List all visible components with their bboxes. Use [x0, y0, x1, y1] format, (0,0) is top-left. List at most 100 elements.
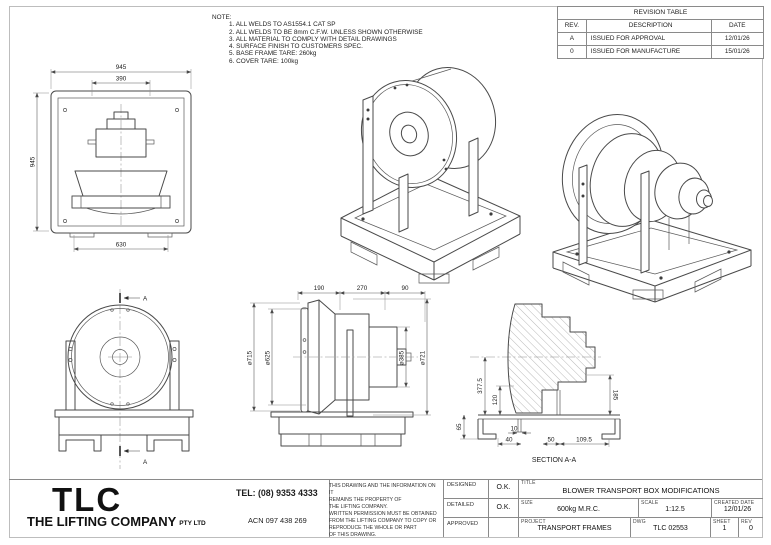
front-body — [54, 289, 194, 469]
scale-cell: SCALE 1:12.5 — [638, 498, 711, 517]
section-title: SECTION A-A — [532, 457, 577, 464]
rev-date: 15/01/26 — [724, 48, 750, 55]
detailed-value: O.K. — [496, 504, 511, 511]
title-cell: TITLE BLOWER TRANSPORT BOX MODIFICATIONS — [518, 479, 763, 498]
rev-value: 0 — [570, 48, 574, 55]
project-cell: PROJECT TRANSPORT FRAMES — [518, 517, 630, 537]
footer-divider — [329, 479, 330, 537]
col-description: DESCRIPTION — [585, 20, 712, 32]
dwg-label: DWG — [633, 519, 646, 525]
dimension-label: 270 — [357, 285, 368, 292]
copyright-disclaimer: THIS DRAWING AND THE INFORMATION ON IT R… — [329, 483, 437, 539]
iso-blower — [360, 66, 497, 233]
front-elevation-drawing: A A — [54, 289, 194, 469]
dimension-label: 90 — [401, 285, 409, 292]
designed-value-cell: O.K. — [488, 479, 518, 498]
revision-table: REVISION TABLE REV. DESCRIPTION DATE A I… — [557, 6, 764, 59]
note-line: 3. ALL MATERIAL TO COMPLY WITH DETAIL DR… — [229, 35, 397, 43]
revision-table-header: REV. DESCRIPTION DATE — [558, 20, 763, 32]
scale-label: SCALE — [641, 500, 659, 506]
dimension-label: 390 — [116, 76, 127, 83]
dimension-label: 120 — [492, 394, 499, 405]
notes-block: NOTE: 1. ALL WELDS TO AS1554.1 CAT SP 2.… — [212, 14, 423, 65]
size-cell: SIZE 600kg M.R.C. — [518, 498, 638, 517]
title-block: DESIGNED O.K. TITLE BLOWER TRANSPORT BOX… — [443, 479, 763, 537]
rev-value: A — [569, 35, 574, 42]
company-suffix: PTY LTD — [179, 520, 206, 527]
section-marker-label: A — [143, 296, 148, 303]
isometric-view-front — [340, 66, 521, 284]
note-line: 1. ALL WELDS TO AS1554.1 CAT SP — [229, 21, 336, 29]
col-date: DATE — [728, 22, 746, 29]
section-marker-label: A — [143, 459, 148, 466]
sheet-label: SHEET — [713, 519, 731, 525]
sheet-border — [9, 6, 763, 538]
col-rev: REV. — [564, 22, 580, 29]
detailed-cell: DETAILED — [444, 498, 488, 517]
plan-view-drawing: 945 390 945 630 — [30, 64, 192, 252]
title-label: TITLE — [521, 480, 536, 486]
sheet-cell: SHEET 1 — [710, 517, 738, 537]
side-body — [270, 299, 418, 447]
note-line: 6. COVER TARE: 100kg — [229, 57, 299, 65]
plan-dimensions: 945 390 945 630 — [30, 64, 192, 252]
rev-cell: REV 0 — [738, 517, 763, 537]
rev-number: 0 — [749, 525, 753, 532]
dimension-label: 109.5 — [576, 437, 592, 444]
rev-label: REV — [741, 519, 752, 525]
dimension-label: 945 — [116, 64, 127, 71]
drawing-title: BLOWER TRANSPORT BOX MODIFICATIONS — [562, 486, 720, 495]
dimension-label: ⌀385 — [399, 350, 406, 365]
size-value: 600kg M.R.C. — [557, 506, 600, 513]
project-label: PROJECT — [521, 519, 546, 525]
section-dimensions: 377.5 120 185 65 10 40 50 109.5 SECTION … — [456, 356, 619, 464]
footer-divider — [9, 479, 762, 480]
scale-value: 1:12.5 — [665, 506, 685, 513]
dimension-label: 185 — [612, 390, 619, 401]
created-date-label: CREATED DATE — [714, 500, 755, 506]
designed-label: DESIGNED — [447, 482, 477, 488]
dimension-label: 945 — [30, 156, 37, 167]
iso-blower — [561, 114, 713, 274]
dimension-label: 630 — [116, 242, 127, 249]
dimension-label: ⌀625 — [265, 350, 272, 365]
section-cut-markers: A A — [119, 293, 148, 466]
approved-label: APPROVED — [447, 521, 479, 527]
revision-row: A ISSUED FOR APPROVAL 12/01/26 — [558, 32, 763, 45]
company-acn: ACN 097 438 269 — [248, 516, 307, 525]
designed-cell: DESIGNED — [444, 479, 488, 498]
size-label: SIZE — [521, 500, 533, 506]
designed-value: O.K. — [496, 484, 511, 491]
approved-cell: APPROVED — [444, 517, 488, 537]
dwg-number: TLC 02553 — [653, 525, 688, 532]
revision-table-title: REVISION TABLE — [558, 7, 763, 20]
rev-description: ISSUED FOR APPROVAL — [585, 33, 712, 45]
dimension-label: ⌀715 — [247, 350, 254, 365]
revision-row: 0 ISSUED FOR MANUFACTURE 15/01/26 — [558, 45, 763, 58]
plan-body — [50, 90, 192, 238]
dimension-label: 40 — [505, 437, 513, 444]
section-aa-drawing: 377.5 120 185 65 10 40 50 109.5 SECTION … — [456, 303, 621, 464]
rev-date: 12/01/26 — [724, 35, 750, 42]
note-line: 5. BASE FRAME TARE: 260kg — [229, 50, 317, 58]
side-elevation-drawing: 190 270 90 ⌀715 ⌀625 ⌀385 ⌀721 — [247, 285, 431, 447]
created-date-cell: CREATED DATE 12/01/26 — [711, 498, 763, 517]
project-value: TRANSPORT FRAMES — [537, 525, 612, 532]
dimension-label: 65 — [456, 423, 463, 431]
dimension-label: 10 — [510, 426, 518, 433]
note-line: 2. ALL WELDS TO BE 8mm C.F.W. UNLESS SHO… — [229, 28, 423, 36]
dimension-label: ⌀721 — [420, 350, 427, 365]
dwg-cell: DWG TLC 02553 — [630, 517, 710, 537]
isometric-view-rear — [552, 114, 752, 303]
created-date-value: 12/01/26 — [723, 506, 752, 513]
side-dimensions: 190 270 90 ⌀715 ⌀625 ⌀385 ⌀721 — [247, 285, 431, 416]
sheet-number: 1 — [722, 525, 727, 532]
company-logo: TLC — [52, 481, 123, 518]
detailed-value-cell: O.K. — [488, 498, 518, 517]
notes-heading: NOTE: — [212, 14, 232, 21]
detailed-label: DETAILED — [447, 502, 474, 508]
dimension-label: 50 — [547, 437, 555, 444]
company-name-text: THE LIFTING COMPANY — [27, 514, 177, 529]
